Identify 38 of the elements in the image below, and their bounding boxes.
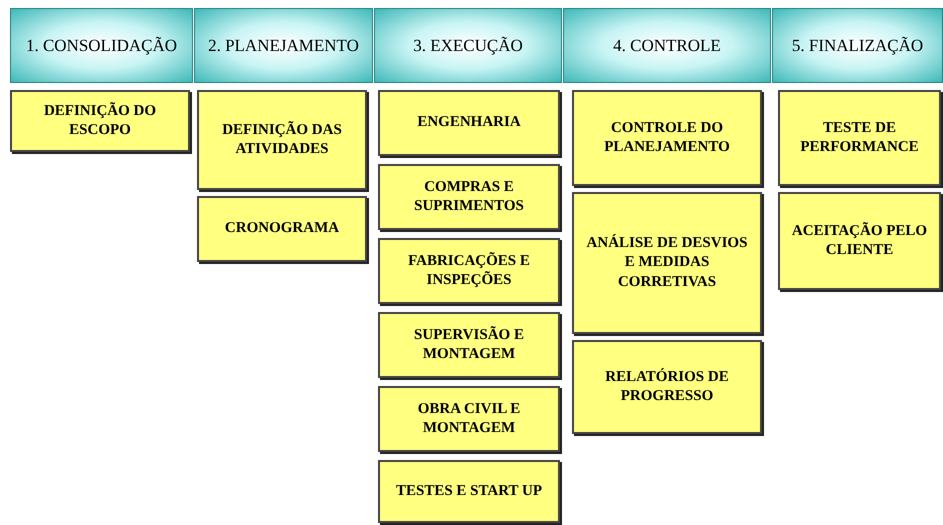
task-box [378, 386, 560, 452]
phase-header-box [194, 8, 373, 83]
task-box [378, 164, 560, 230]
task-label: DEFINIÇÃO DO ESCOPO [42, 102, 158, 140]
task-label: RELATÓRIOS DE PROGRESSO [604, 368, 730, 406]
phase-title: 5. FINALIZAÇÃO [792, 36, 924, 56]
task-box [572, 192, 762, 334]
task-box [10, 90, 190, 152]
task-box [197, 196, 367, 262]
phase-title: 1. CONSOLIDAÇÃO [26, 36, 178, 56]
task-box [378, 238, 560, 304]
task-box [778, 90, 941, 186]
phase-title: 3. EXECUÇÃO [413, 36, 523, 56]
phase-header-box [374, 8, 562, 83]
task-box [378, 90, 560, 156]
task-label: TESTES E START UP [396, 482, 542, 501]
task-label: FABRICAÇÕES E INSPEÇÕES [407, 252, 531, 290]
phase-title: 2. PLANEJAMENTO [208, 36, 359, 56]
phase-header-box [772, 8, 943, 83]
task-label: DEFINIÇÃO DAS ATIVIDADES [221, 120, 343, 159]
phase-header-box [10, 8, 193, 83]
phase-header-box [563, 8, 771, 83]
task-label: CRONOGRAMA [224, 219, 340, 238]
task-label: ENGENHARIA [417, 113, 521, 132]
task-label: CONTROLE DO PLANEJAMENTO [603, 118, 731, 157]
task-label: OBRA CIVIL E MONTAGEM [416, 400, 522, 438]
task-box [572, 90, 762, 186]
task-box [378, 460, 560, 523]
task-box [378, 312, 560, 378]
task-label: TESTE DE PERFORMANCE [799, 118, 920, 157]
task-label: ACEITAÇÃO PELO CLIENTE [790, 222, 928, 260]
task-box [778, 192, 941, 290]
task-box [197, 90, 367, 190]
task-label: ANÁLISE DE DESVIOS E MEDIDAS CORRETIVAS [586, 234, 748, 292]
task-box [572, 340, 762, 434]
task-label: COMPRAS E SUPRIMENTOS [413, 178, 525, 216]
phase-title: 4. CONTROLE [613, 36, 721, 56]
task-label: SUPERVISÃO E MONTAGEM [413, 326, 525, 364]
